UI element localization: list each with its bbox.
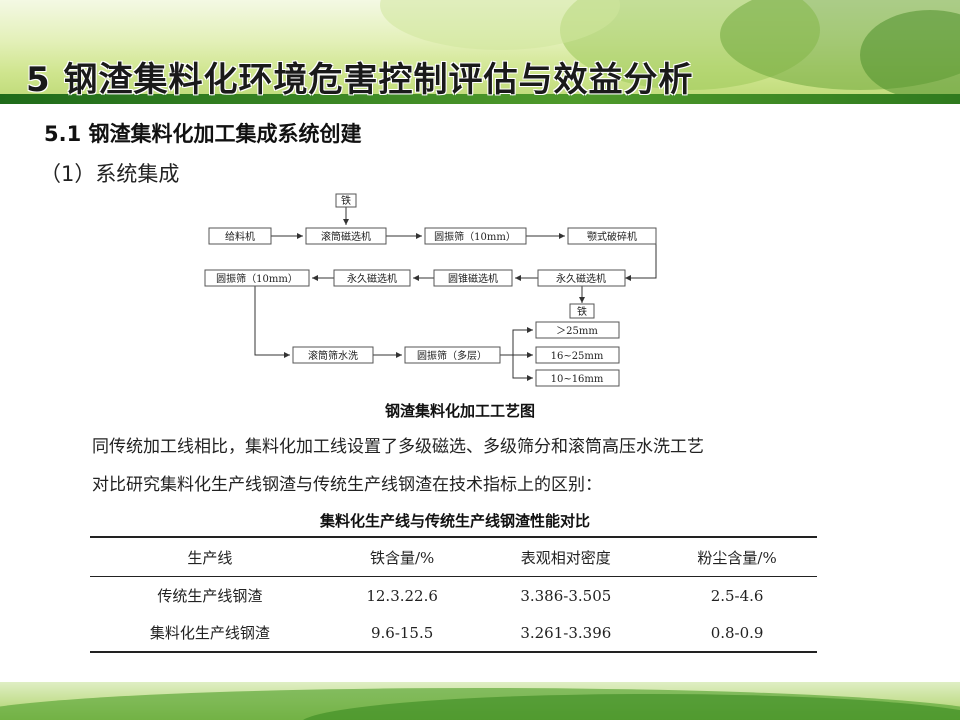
svg-text:圆振筛（10mm）: 圆振筛（10mm） (434, 230, 516, 243)
table-header-row: 生产线 铁含量/% 表观相对密度 粉尘含量/% (90, 536, 817, 577)
svg-text:圆锥磁选机: 圆锥磁选机 (448, 272, 498, 285)
table-cell: 0.8-0.9 (657, 614, 817, 653)
table-cell: 集料化生产线钢渣 (90, 614, 330, 653)
node-permanent-magnet-1: 永久磁选机 (537, 269, 626, 287)
svg-text:永久磁选机: 永久磁选机 (556, 272, 606, 285)
list-item-heading: （1）系统集成 (40, 162, 180, 186)
footer-banner (0, 682, 960, 720)
svg-text:铁: 铁 (341, 194, 351, 207)
node-feeder: 给料机 (208, 227, 272, 245)
node-jaw-crusher: 颚式破碎机 (567, 227, 657, 245)
header-bar (0, 94, 960, 104)
node-drum-magnetic-separator: 滚筒磁选机 (305, 227, 387, 245)
node-round-screen-2: 圆振筛（10mm） (204, 269, 310, 287)
table-cell: 9.6-15.5 (329, 614, 475, 653)
slide-title: 5 钢渣集料化环境危害控制评估与效益分析 (26, 60, 694, 100)
body-text-line: 同传统加工线相比，集料化加工线设置了多级磁选、多级筛分和滚筒高压水洗工艺 (92, 437, 704, 457)
node-iron-top: 铁 (335, 193, 357, 208)
column-header: 铁含量/% (329, 536, 475, 577)
process-flowchart: 铁 给料机 滚筒磁选机 圆振筛（10mm） 颚式破碎机 永久磁选机 圆锥磁选机 … (204, 193, 657, 387)
node-round-screen-1: 圆振筛（10mm） (424, 227, 527, 245)
column-header: 粉尘含量/% (657, 536, 817, 577)
svg-text:16~25mm: 16~25mm (551, 351, 604, 362)
svg-text:圆振筛（多层）: 圆振筛（多层） (417, 349, 487, 362)
svg-text:10~16mm: 10~16mm (551, 374, 604, 385)
node-round-screen-multilayer: 圆振筛（多层） (404, 346, 501, 364)
flow-arrow (512, 355, 533, 381)
flow-arrow (625, 236, 657, 281)
column-header: 表观相对密度 (474, 536, 658, 577)
flowchart-caption: 钢渣集料化加工工艺图 (384, 402, 535, 420)
header-banner (0, 0, 960, 104)
table-cell: 传统生产线钢渣 (157, 587, 263, 605)
node-iron-bottom: 铁 (569, 303, 595, 319)
body-text-line: 对比研究集料化生产线钢渣与传统生产线钢渣在技术指标上的区别： (92, 475, 602, 495)
svg-text:圆振筛（10mm）: 圆振筛（10mm） (216, 272, 298, 285)
table-row: 传统生产线钢渣 12.3.22.6 3.386-3.505 2.5-4.6 (90, 577, 817, 615)
table-cell: 2.5-4.6 (710, 586, 764, 605)
node-drum-screen-washing: 滚筒筛水洗 (292, 346, 374, 364)
svg-text:给料机: 给料机 (225, 230, 255, 243)
table-cell: 3.386-3.505 (520, 586, 612, 605)
svg-text:＞25mm: ＞25mm (556, 326, 598, 337)
column-header: 生产线 (90, 536, 330, 577)
node-output-over-25mm: ＞25mm (535, 321, 620, 339)
svg-text:颚式破碎机: 颚式破碎机 (587, 230, 637, 243)
node-cone-magnetic-separator: 圆锥磁选机 (433, 269, 513, 287)
flow-arrow (500, 327, 533, 356)
table-cell: 3.261-3.396 (474, 614, 658, 653)
section-subtitle: 5.1 钢渣集料化加工集成系统创建 (44, 122, 362, 146)
svg-text:永久磁选机: 永久磁选机 (347, 272, 397, 285)
flow-arrow (254, 286, 290, 358)
node-output-16-25mm: 16~25mm (535, 346, 620, 364)
svg-text:滚筒磁选机: 滚筒磁选机 (321, 230, 371, 243)
node-output-10-16mm: 10~16mm (535, 369, 620, 387)
table-cell: 12.3.22.6 (366, 586, 438, 605)
svg-text:滚筒筛水洗: 滚筒筛水洗 (308, 349, 358, 362)
node-permanent-magnet-2: 永久磁选机 (333, 269, 411, 287)
table-row: 集料化生产线钢渣 9.6-15.5 3.261-3.396 0.8-0.9 (90, 614, 817, 653)
table-caption: 集料化生产线与传统生产线钢渣性能对比 (319, 512, 590, 530)
svg-text:铁: 铁 (577, 305, 587, 318)
performance-table: 生产线 铁含量/% 表观相对密度 粉尘含量/% 传统生产线钢渣 12.3.22.… (90, 536, 817, 653)
